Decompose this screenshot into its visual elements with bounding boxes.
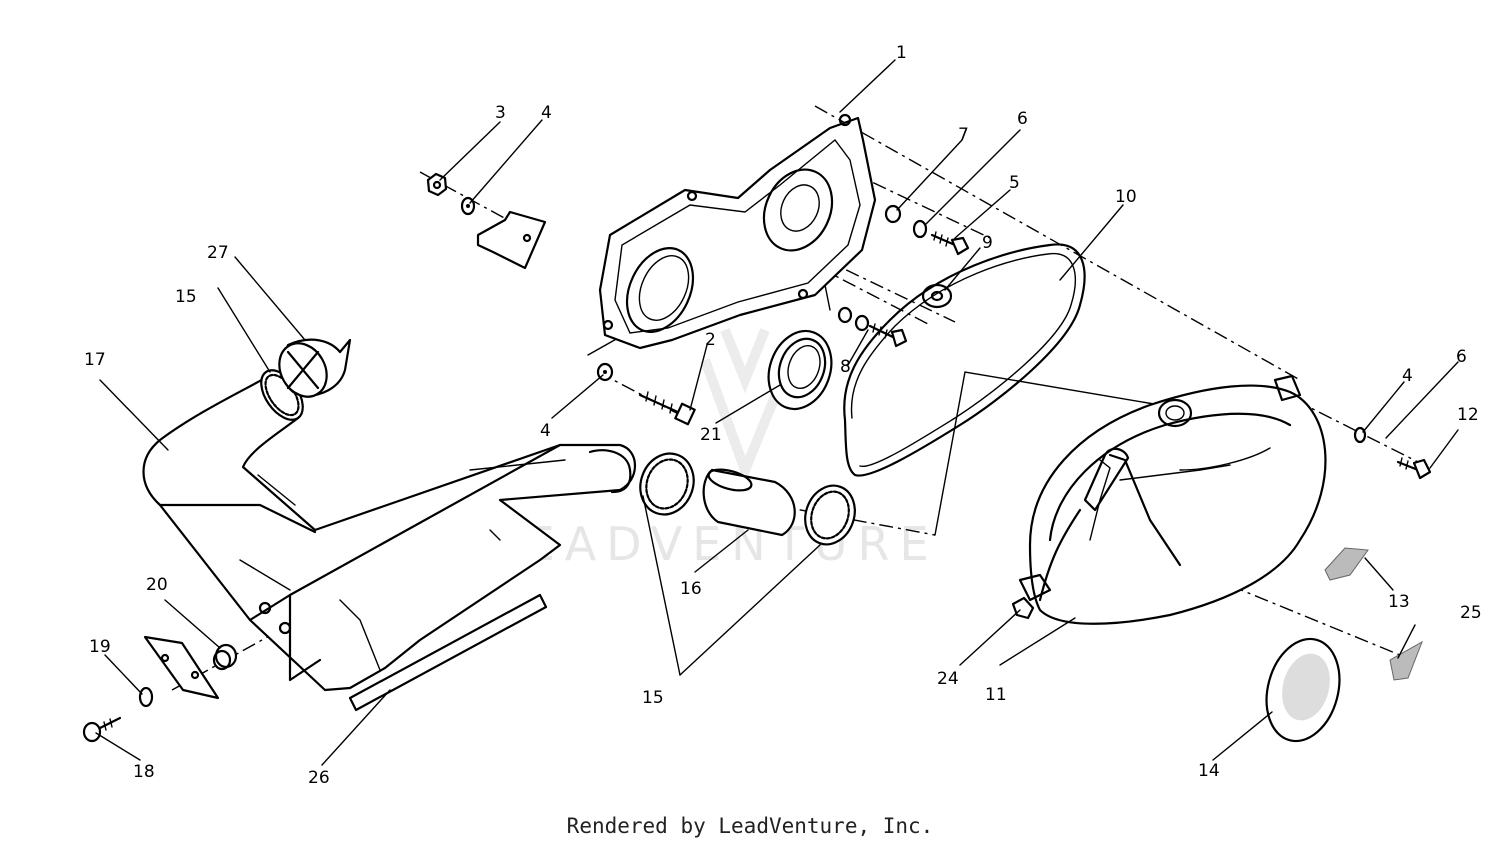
callout-9: 9 <box>982 233 993 253</box>
callout-1: 1 <box>896 43 907 63</box>
seal-21 <box>767 329 833 411</box>
bolt-5 <box>930 231 970 256</box>
callout-labels: 1 2 3 4 4 4 5 6 6 7 8 9 10 11 12 13 14 1… <box>84 43 1482 788</box>
callout-13: 13 <box>1388 592 1410 612</box>
clamp-15-left <box>639 452 695 516</box>
callout-15-duct: 15 <box>175 287 197 307</box>
washer-6 <box>912 219 928 239</box>
bracket-plate-lower <box>143 635 220 700</box>
outer-cover <box>1018 374 1327 625</box>
air-duct-17 <box>142 373 636 692</box>
end-cap-27 <box>278 338 352 398</box>
callout-27: 27 <box>207 243 229 263</box>
callout-20: 20 <box>146 575 168 595</box>
washer-19 <box>138 686 154 708</box>
watermark-text: LEADVENTURE <box>490 517 939 571</box>
drive-belt-10 <box>843 243 1086 477</box>
callout-6-upper: 6 <box>1017 109 1028 129</box>
callout-4-lower: 4 <box>540 421 551 441</box>
bolt-8-assembly <box>837 306 908 348</box>
callout-4-right: 4 <box>1402 366 1413 386</box>
footer-credit: Rendered by LeadVenture, Inc. <box>566 814 934 838</box>
washer-4-right <box>1353 426 1367 444</box>
callout-18: 18 <box>133 762 155 782</box>
screw-18 <box>82 716 122 743</box>
callout-17: 17 <box>84 350 106 370</box>
callout-24: 24 <box>937 669 959 689</box>
callout-6-right: 6 <box>1456 347 1467 367</box>
decal-25 <box>1389 640 1423 681</box>
bracket-plate <box>476 210 547 270</box>
callout-19: 19 <box>89 637 111 657</box>
washer-9 <box>921 283 953 309</box>
decal-13 <box>1324 547 1369 581</box>
bolt-12 <box>1396 457 1432 480</box>
inner-cover <box>598 113 877 350</box>
callout-26: 26 <box>308 768 330 788</box>
bolt-2 <box>638 391 696 426</box>
callout-8: 8 <box>840 357 851 377</box>
callout-3: 3 <box>495 103 506 123</box>
callout-7: 7 <box>958 125 969 145</box>
sleeve-16 <box>702 468 796 537</box>
callout-5: 5 <box>1009 173 1020 193</box>
callout-16: 16 <box>680 579 702 599</box>
clamp-15-right <box>804 484 856 546</box>
strip-26 <box>348 593 548 712</box>
grommet-20 <box>212 643 238 671</box>
callout-12: 12 <box>1457 405 1479 425</box>
callout-10: 10 <box>1115 187 1137 207</box>
callout-25: 25 <box>1460 603 1482 623</box>
callout-21: 21 <box>700 425 722 445</box>
callout-11: 11 <box>985 685 1007 705</box>
leader-lines <box>95 59 1459 766</box>
callout-14: 14 <box>1198 761 1220 781</box>
callout-15-clamps: 15 <box>642 688 664 708</box>
disc-14 <box>1265 637 1341 743</box>
callout-2: 2 <box>705 330 716 350</box>
callout-4-upper: 4 <box>541 103 552 123</box>
